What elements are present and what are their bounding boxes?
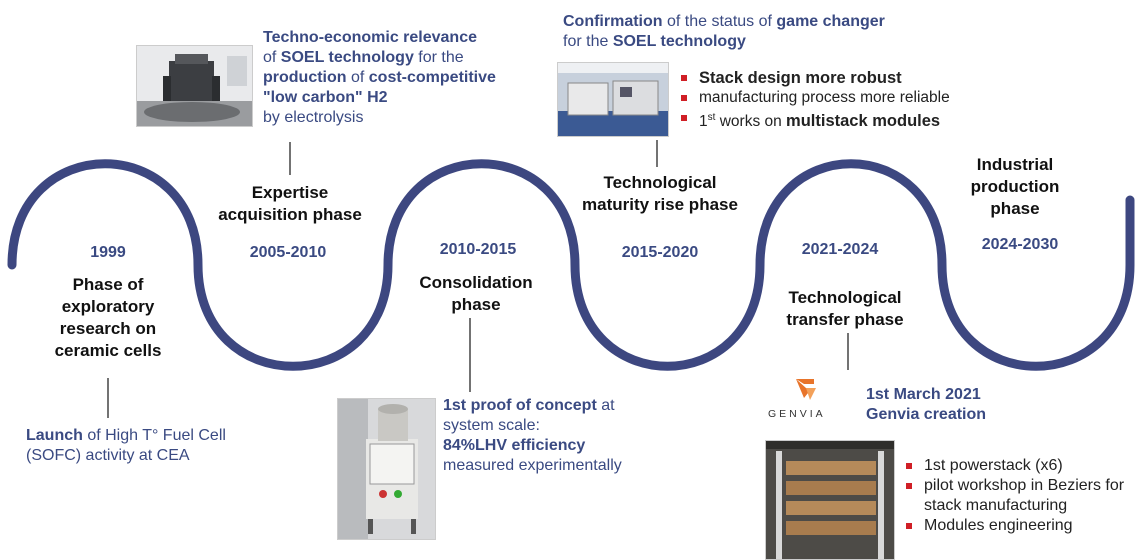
techno-text-3: SOEL technology <box>280 49 414 66</box>
confirm-text-4: for the <box>563 33 613 50</box>
phase-consolidation: Consolidation phase <box>419 273 533 314</box>
confirm-bullet-list: Stack design more robust manufacturing p… <box>677 68 1027 132</box>
photo-system-prototype-image <box>338 399 435 539</box>
timeline-wave-path <box>7 159 1135 371</box>
photo-powerstack-image <box>766 441 894 559</box>
genvia-bullet-1-text: 1st powerstack (x6) <box>924 457 1063 474</box>
techno-text-1: Techno-economic relevance <box>263 29 477 46</box>
genvia-bullet-list: 1st powerstack (x6) pilot workshop in Be… <box>902 456 1134 536</box>
phase-expertise: Expertise acquisition phase <box>218 183 362 224</box>
proof-text-1: 1st proof of concept <box>443 397 597 414</box>
confirm-bullet-3-sup: st <box>707 112 716 123</box>
confirm-text-2: of the status of <box>662 13 777 30</box>
photo-stack-test-bench <box>136 45 253 127</box>
techno-text-2: of <box>263 49 281 66</box>
confirm-text-1: Confirmation <box>563 13 663 30</box>
genvia-date: 1st March 2021 <box>866 386 981 403</box>
proof-text-2: at system scale: <box>443 397 615 434</box>
genvia-bullet-3-text: Modules engineering <box>924 517 1073 534</box>
confirm-bullet-3-mid: works on <box>715 113 787 131</box>
genvia-creation: Genvia creation <box>866 406 987 423</box>
stage-year-1999: 1999 <box>90 244 126 261</box>
techno-text-4: for the <box>413 49 464 66</box>
genvia-bullet-3: Modules engineering <box>902 516 1134 536</box>
stage-year-2010: 2010-2015 <box>439 241 517 258</box>
stage-year-2005: 2005-2010 <box>249 244 327 261</box>
photo-powerstack <box>765 440 895 560</box>
photo-lab-room <box>557 62 669 137</box>
genvia-bullet-1: 1st powerstack (x6) <box>902 456 1134 476</box>
confirm-bullet-1: Stack design more robust <box>677 68 1027 88</box>
phase-exploratory: Phase of exploratory research on ceramic… <box>54 275 162 360</box>
genvia-logo: GENVIA <box>766 374 846 426</box>
note-techno-economic: Techno-economic relevance of SOEL techno… <box>263 28 533 128</box>
launch-bold: Launch <box>26 427 83 444</box>
note-proof-of-concept: 1st proof of concept at system scale: 84… <box>443 396 623 476</box>
genvia-logo-text: GENVIA <box>768 408 826 420</box>
phase-maturity: Technological maturity rise phase <box>582 173 738 214</box>
genvia-bullet-2-text: pilot workshop in Beziers for stack manu… <box>924 477 1125 514</box>
techno-text-7: cost-competitive "low carbon" H2 <box>263 69 496 106</box>
confirm-bullet-2: manufacturing process more reliable <box>677 88 1027 108</box>
confirm-bullet-1-text: Stack design more robust <box>699 69 902 87</box>
techno-text-5: production <box>263 69 347 86</box>
photo-system-prototype <box>337 398 436 540</box>
confirm-bullet-3-pre: 1 <box>699 113 708 131</box>
confirm-bullet-3-bold: multistack modules <box>786 112 941 131</box>
stage-year-2024: 2024-2030 <box>981 236 1059 253</box>
proof-text-4: measured experimentally <box>443 457 622 474</box>
photo-stack-test-bench-image <box>137 46 252 126</box>
note-launch: Launch of High T° Fuel Cell (SOFC) activ… <box>26 426 226 466</box>
confirm-text-3: game changer <box>776 13 885 30</box>
photo-lab-room-image <box>558 63 668 136</box>
confirm-text-5: SOEL technology <box>612 33 746 50</box>
genvia-logo-icon <box>796 379 816 400</box>
techno-text-6: of <box>346 69 369 86</box>
phase-transfer: Technological transfer phase <box>786 288 904 329</box>
genvia-bullet-2: pilot workshop in Beziers for stack manu… <box>902 476 1134 516</box>
stage-year-2015: 2015-2020 <box>621 244 699 261</box>
launch-rest: of High T° Fuel Cell (SOFC) activity at … <box>26 427 226 464</box>
techno-text-8: by electrolysis <box>263 109 364 126</box>
stage-year-2021: 2021-2024 <box>801 241 879 258</box>
proof-text-3: 84%LHV efficiency <box>443 437 586 454</box>
note-confirmation: Confirmation of the status of game chang… <box>563 12 893 52</box>
confirm-bullet-3: 1st works on multistack modules <box>677 108 1027 132</box>
confirm-bullet-2-text: manufacturing process more reliable <box>699 89 950 106</box>
phase-industrial: Industrial production phase <box>970 155 1060 218</box>
note-genvia-creation: 1st March 2021 Genvia creation <box>866 385 1066 425</box>
